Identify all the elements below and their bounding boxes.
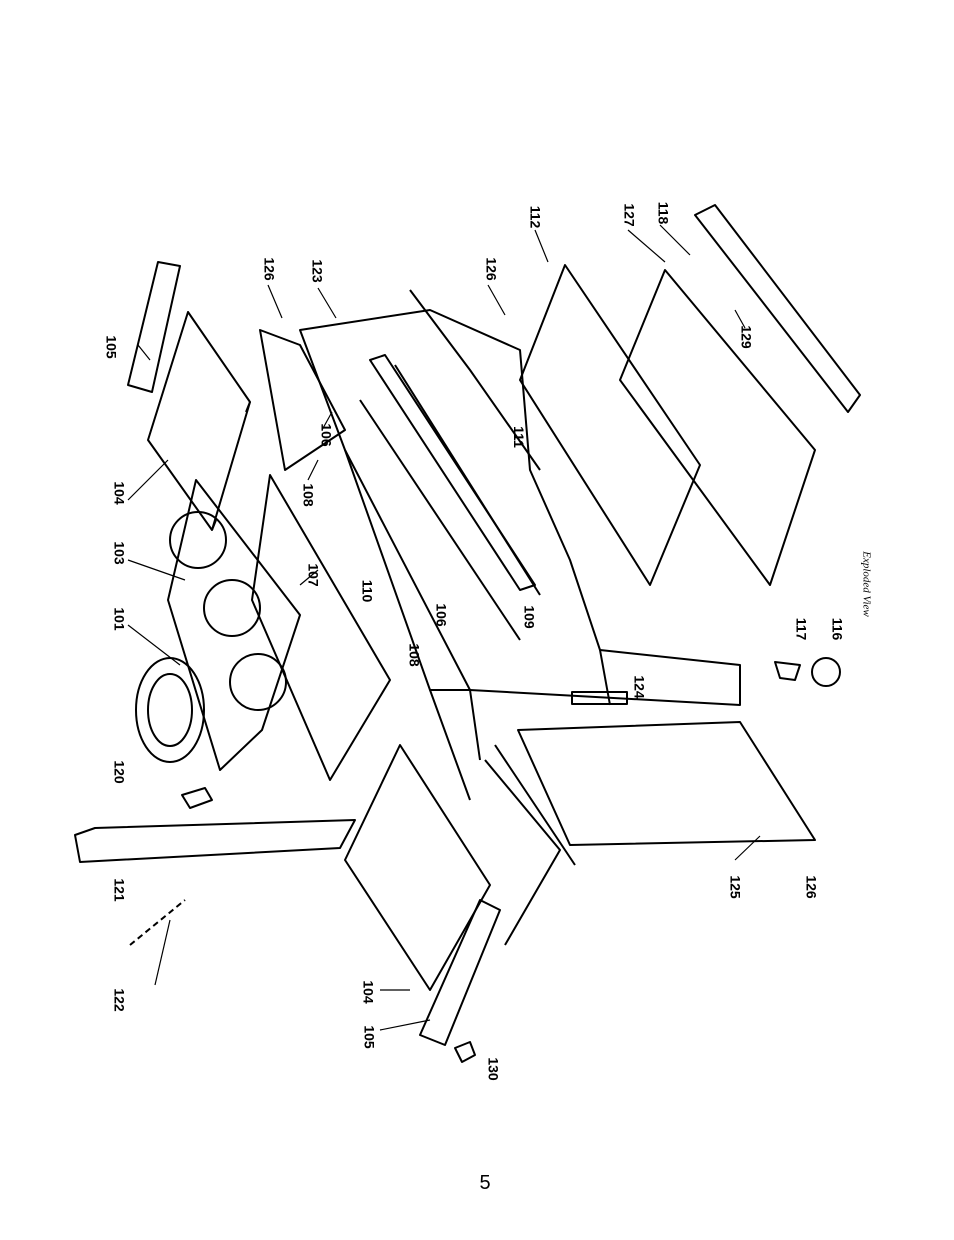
- hob-plate-103: [167, 479, 301, 771]
- part-label-117: 117: [793, 617, 810, 641]
- part-label-126: 126: [803, 875, 820, 899]
- part-label-111: 111: [510, 426, 527, 448]
- part-label-126: 126: [483, 257, 500, 281]
- part-label-124: 124: [631, 675, 648, 699]
- part-label-108: 108: [300, 483, 317, 507]
- part-label-103: 103: [111, 541, 128, 565]
- rail-121: [74, 819, 356, 863]
- part-label-120: 120: [111, 760, 128, 784]
- part-130: [454, 1041, 476, 1063]
- part-label-122: 122: [111, 988, 128, 1012]
- part-label-112: 112: [527, 205, 544, 229]
- page-number: 5: [479, 1172, 491, 1194]
- cable-122: [129, 899, 186, 946]
- part-label-126: 126: [261, 257, 278, 281]
- part-label-105: 105: [103, 335, 120, 359]
- part-label-104: 104: [111, 481, 128, 505]
- door-125: [517, 721, 816, 846]
- bracket-right: [694, 204, 861, 413]
- panel-112: [519, 264, 701, 586]
- part-117: [774, 661, 801, 681]
- bracket-105-top: [127, 261, 181, 393]
- rail-109: [369, 354, 536, 591]
- part-label-123: 123: [309, 259, 326, 283]
- part-label-104: 104: [360, 980, 377, 1004]
- knob-116: [811, 657, 841, 687]
- part-label-108: 108: [406, 643, 423, 667]
- panel-127: [619, 269, 816, 586]
- part-label-101: 101: [111, 607, 128, 631]
- panel-104-bottom: [344, 744, 491, 991]
- part-label-106: 106: [433, 603, 450, 627]
- cabinet-body: [299, 309, 741, 706]
- part-label-125: 125: [727, 875, 744, 899]
- part-label-118: 118: [655, 201, 672, 225]
- part-label-110: 110: [359, 579, 376, 603]
- part-label-127: 127: [621, 203, 638, 227]
- part-label-116: 116: [829, 617, 846, 641]
- part-label-107: 107: [305, 563, 322, 587]
- part-label-109: 109: [521, 605, 538, 629]
- part-label-106: 106: [318, 423, 335, 447]
- part-label-121: 121: [111, 878, 128, 902]
- part-label-129: 129: [738, 325, 755, 349]
- part-label-130: 130: [485, 1057, 502, 1081]
- part-120: [181, 787, 213, 809]
- figure-caption: Exploded View: [860, 551, 873, 617]
- part-label-105: 105: [361, 1025, 378, 1049]
- bracket-105-bottom: [419, 899, 501, 1046]
- panel-107: [251, 474, 391, 781]
